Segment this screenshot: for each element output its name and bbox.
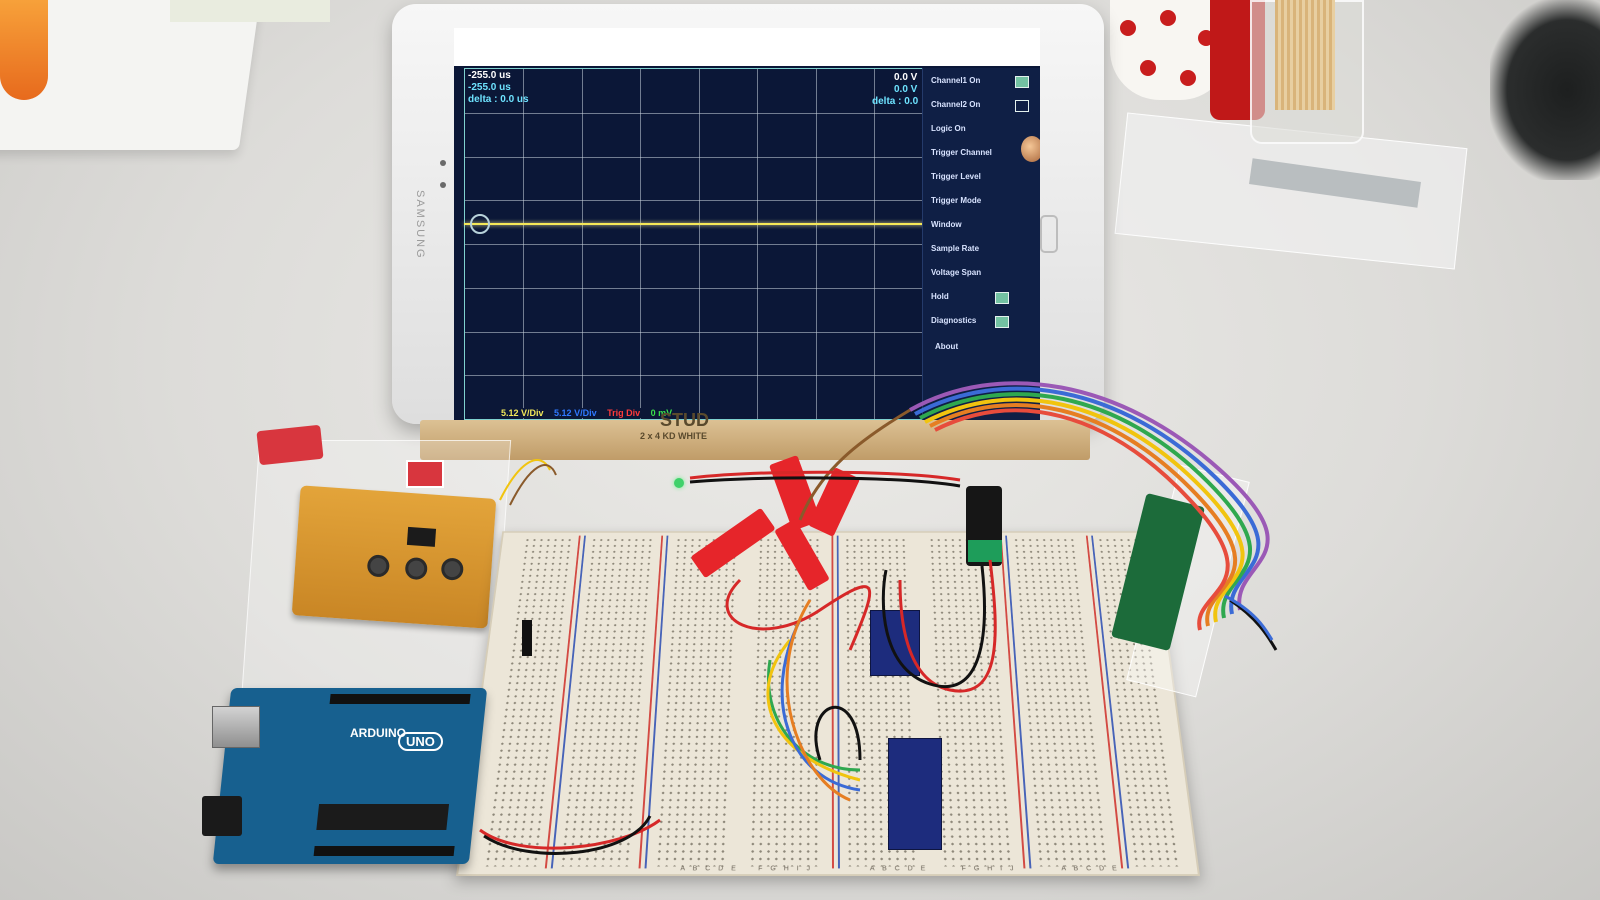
menu-window[interactable]: Window bbox=[931, 220, 962, 229]
grid-line bbox=[465, 375, 933, 376]
grid-line bbox=[465, 244, 933, 245]
oscilloscope-screen: -255.0 us -255.0 us delta : 0.0 us 0.0 V… bbox=[454, 28, 1040, 426]
arduino-power-jack[interactable] bbox=[202, 796, 242, 836]
menu-channel2[interactable]: Channel2 On bbox=[931, 100, 981, 109]
menu-voltage-span[interactable]: Voltage Span bbox=[931, 268, 982, 277]
app-title-bar bbox=[454, 28, 1040, 66]
ribbon-wire bbox=[919, 392, 1253, 619]
menu-trigger-level[interactable]: Trigger Level bbox=[931, 172, 981, 181]
ribbon-wire bbox=[798, 408, 911, 521]
arduino-model: UNO bbox=[398, 732, 443, 751]
toothpicks bbox=[1275, 0, 1335, 110]
grid-line bbox=[465, 157, 933, 158]
menu-trigger-channel[interactable]: Trigger Channel bbox=[931, 148, 992, 157]
tablet-camera-dot bbox=[440, 182, 446, 188]
red-switch[interactable] bbox=[406, 460, 444, 488]
jumper-wire-blue bbox=[780, 619, 861, 792]
blue-breakout-board bbox=[870, 610, 920, 676]
jumper-wire-black bbox=[814, 705, 862, 761]
tablet-sensor-dot bbox=[440, 160, 446, 166]
grid-line bbox=[465, 332, 933, 333]
cardboard-box bbox=[170, 0, 330, 22]
blue-microcontroller-board bbox=[888, 738, 942, 850]
ribbon-wire bbox=[924, 397, 1245, 623]
toggle-hold[interactable] bbox=[995, 292, 1009, 304]
jumper-wire-red bbox=[725, 578, 872, 651]
toggle-diagnostics[interactable] bbox=[995, 316, 1009, 328]
tablet-home-button[interactable] bbox=[1040, 215, 1058, 253]
jumper-wire-black bbox=[483, 815, 652, 855]
trigger-volts: Trig Div bbox=[607, 408, 641, 418]
settings-sidebar: Channel1 On Channel2 On Logic On Trigger… bbox=[922, 68, 1040, 426]
menu-trigger-mode[interactable]: Trigger Mode bbox=[931, 196, 982, 205]
grid-line bbox=[465, 288, 933, 289]
jumper-wire-red bbox=[479, 818, 661, 850]
menu-sample-rate[interactable]: Sample Rate bbox=[931, 244, 980, 253]
menu-about[interactable]: About bbox=[935, 342, 959, 351]
ribbon-wire bbox=[934, 408, 1230, 631]
jumper-wire-black bbox=[881, 565, 986, 688]
grid-line bbox=[465, 200, 933, 201]
trigger-marker[interactable] bbox=[470, 214, 490, 234]
jumper-wire-yellow bbox=[766, 639, 861, 782]
cursor-volt-2: 0.0 V bbox=[894, 84, 918, 95]
jumper-wire-red bbox=[689, 470, 961, 482]
volts-per-div-bar: 5.12 V/Div 5.12 V/Div Trig Div 0 mV bbox=[498, 408, 684, 418]
jumper-wire-blue bbox=[1224, 594, 1274, 641]
toggle-channel1[interactable] bbox=[1015, 76, 1029, 88]
finger-thumb bbox=[1021, 136, 1040, 162]
stand-stamp-line2: 2 x 4 KD WHITE bbox=[640, 431, 708, 441]
ribbon-wire bbox=[914, 386, 1261, 615]
scope-grid[interactable] bbox=[464, 68, 934, 420]
orange-cup bbox=[0, 0, 48, 100]
wooden-stand-front bbox=[420, 420, 1090, 460]
jumper-wire-black bbox=[689, 476, 961, 488]
jumper-wire-red bbox=[898, 559, 997, 693]
grid-line bbox=[465, 113, 933, 114]
menu-channel1[interactable]: Channel1 On bbox=[931, 76, 981, 85]
channel1-trace bbox=[464, 223, 932, 225]
cursor-time-2: -255.0 us bbox=[468, 82, 511, 93]
menu-logic[interactable]: Logic On bbox=[931, 124, 966, 133]
jumper-wire-orange bbox=[785, 599, 851, 802]
ribbon-wire bbox=[909, 381, 1270, 611]
cursor-volt-1: 0.0 V bbox=[894, 72, 918, 83]
cursor-time-1: -255.0 us bbox=[468, 70, 511, 81]
green-led bbox=[674, 478, 684, 488]
pin-header bbox=[522, 620, 532, 656]
ribbon-wire bbox=[929, 402, 1237, 627]
stand-stamp-line1: STUD bbox=[660, 410, 709, 430]
menu-diagnostics[interactable]: Diagnostics bbox=[931, 316, 977, 325]
menu-hold[interactable]: Hold bbox=[931, 292, 949, 301]
usb-b-port[interactable] bbox=[212, 706, 260, 748]
dark-object bbox=[1490, 0, 1600, 180]
jumper-wire-black bbox=[1229, 598, 1278, 651]
ch2-volts: 5.12 V/Div bbox=[554, 408, 597, 418]
ch1-volts: 5.12 V/Div bbox=[501, 408, 544, 418]
dc-terminal bbox=[968, 540, 1002, 562]
jumper-wire-brown bbox=[509, 464, 557, 506]
stand-stamp: STUD 2 x 4 KD WHITE bbox=[620, 410, 820, 450]
offset-volts: 0 mV bbox=[650, 408, 673, 418]
cursor-volt-delta: delta : 0.0 bbox=[872, 96, 919, 107]
arduino-logo: ARDUINO bbox=[350, 726, 406, 740]
toggle-channel2[interactable] bbox=[1015, 100, 1029, 112]
cursor-time-delta: delta : 0.0 us bbox=[468, 94, 529, 105]
